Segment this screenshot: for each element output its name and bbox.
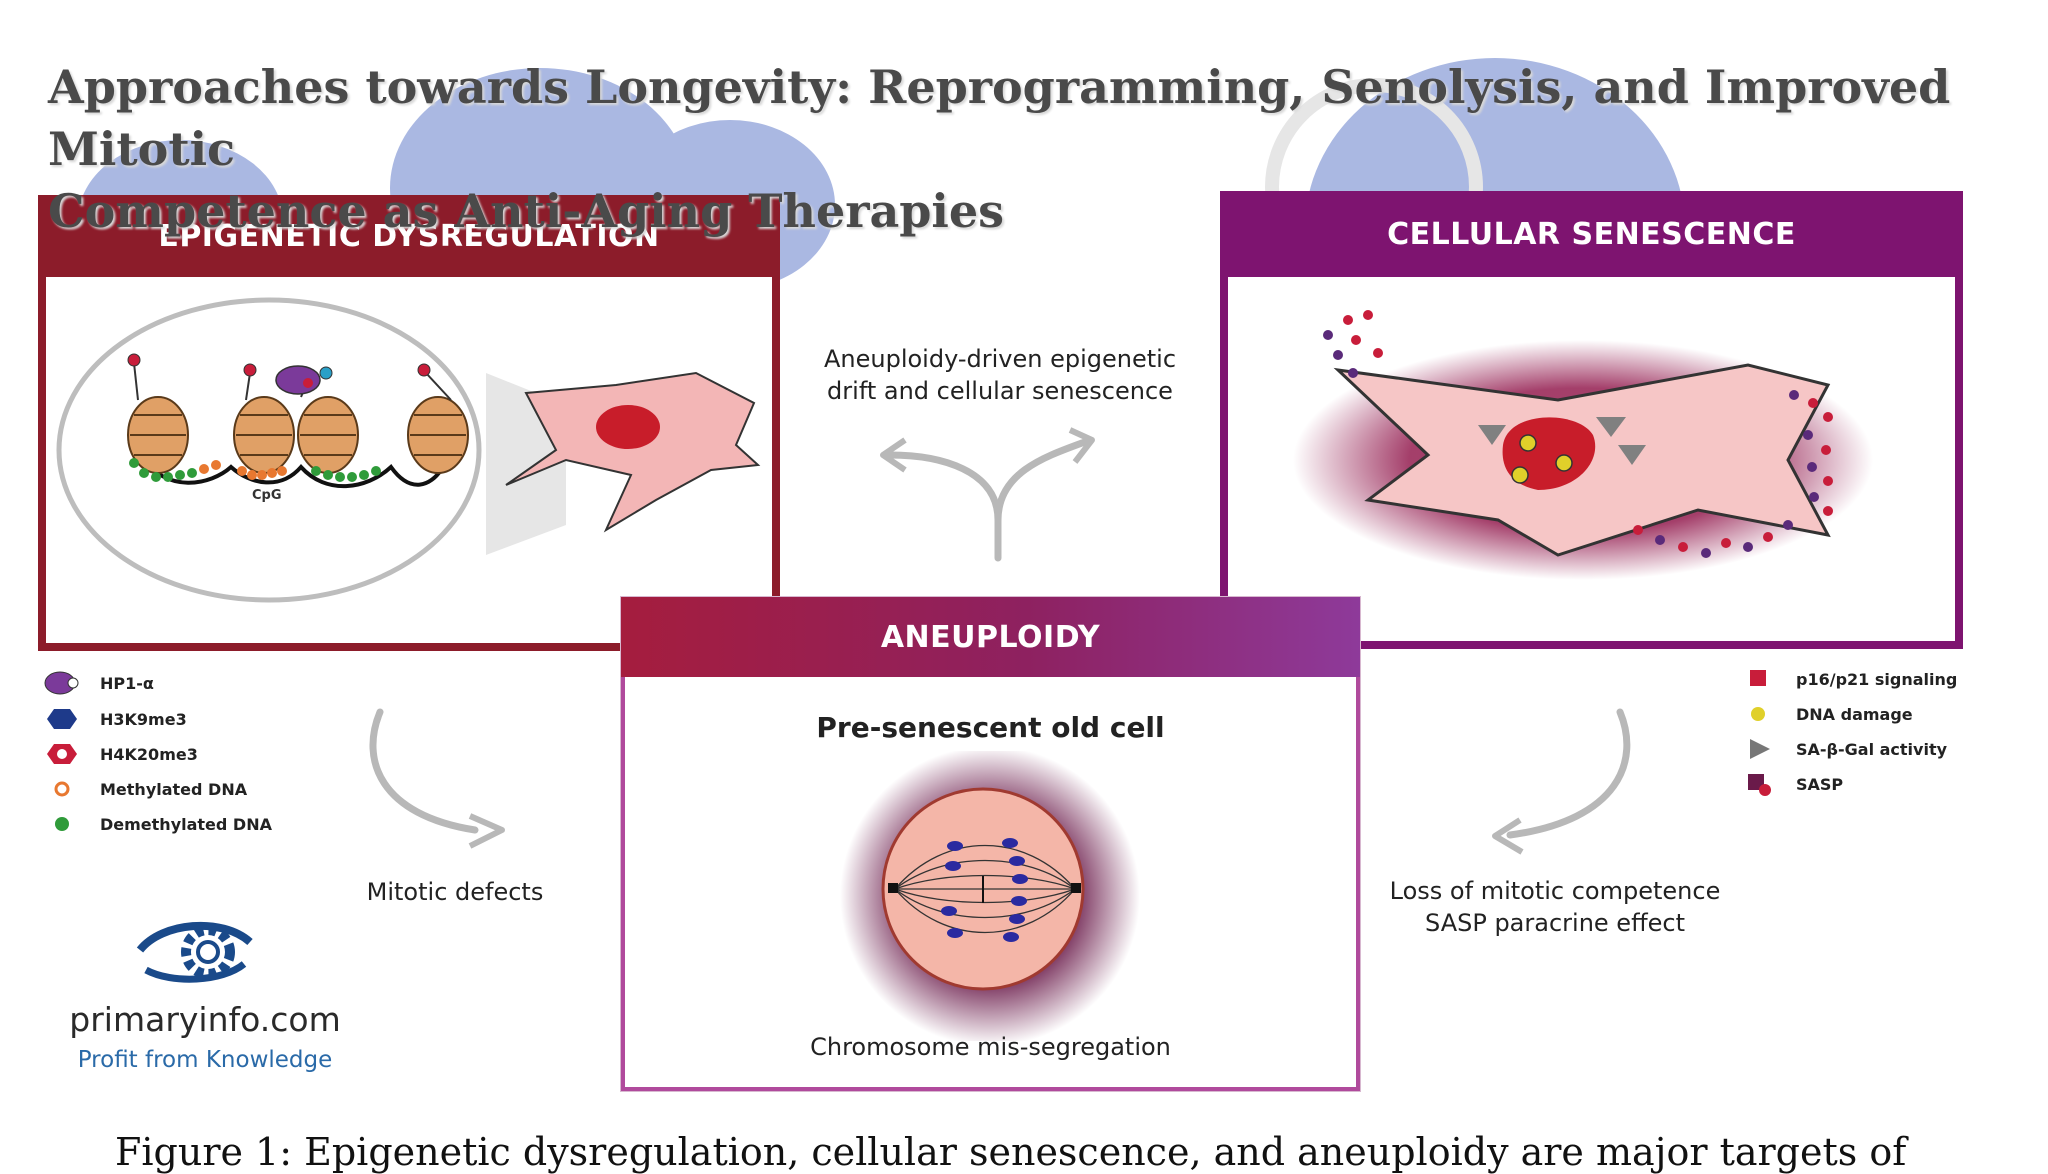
h4k20me3-mark-icon (417, 363, 431, 377)
primaryinfo-logo: primaryinfo.com Profit from Knowledge (50, 912, 360, 1087)
cell-nucleus (596, 405, 660, 449)
pre-senescent-cell-label: Pre-senescent old cell (816, 711, 1165, 744)
split-arrow (994, 436, 1094, 524)
chromosome-missegregation-label: Chromosome mis-segregation (810, 1033, 1171, 1061)
sa-beta-gal-icon (1478, 425, 1506, 445)
right-connector-line-2: SASP paracrine effect (1425, 909, 1685, 937)
legend-label: DNA damage (1796, 704, 1913, 724)
demethylated-dna-icon (44, 811, 80, 837)
senescent-cell-illustration (1293, 310, 1873, 580)
top-connector-line-1: Aneuploidy-driven epigenetic (823, 345, 1177, 373)
hp1-alpha-icon (275, 365, 321, 395)
dna-damage-icon (1555, 454, 1573, 472)
arrowhead-icon (1492, 817, 1524, 855)
legend-item-h3k9me3: H3K9me3 (44, 706, 187, 732)
legend-label: HP1-α (100, 673, 154, 693)
curved-arrow-left (369, 708, 479, 834)
legend-label: SASP (1796, 774, 1844, 794)
legend-item-methylated-dna: Methylated DNA (44, 776, 247, 802)
chromatin-illustration: CpG (56, 297, 761, 603)
h4k20me3-mark-icon (127, 353, 141, 367)
epigenetic-dysregulation-panel: EPIGENETIC DYSREGULATION (38, 195, 780, 651)
sasp-icon (1740, 771, 1776, 797)
dna-damage-icon (1511, 466, 1529, 484)
logo-tagline: Profit from Knowledge (77, 1047, 333, 1073)
h4k20me3-mark-icon (243, 363, 257, 377)
arrowhead-icon (468, 813, 505, 849)
h4k20me3-icon (44, 741, 80, 767)
split-arrow (886, 451, 1002, 562)
legend-item-h4k20me3: H4K20me3 (44, 741, 198, 767)
h3k9me3-mark-icon (319, 366, 333, 380)
top-connector-label: Aneuploidy-driven epigenetic drift and c… (790, 343, 1210, 407)
senescence-panel-header: CELLULAR SENESCENCE (1220, 191, 1963, 277)
fibroblast-cell (505, 371, 761, 533)
legend-item-demethylated-dna: Demethylated DNA (44, 811, 272, 837)
sa-beta-gal-icon (1596, 417, 1626, 437)
methylated-dna-dots (199, 460, 287, 480)
centrosome-right (1071, 883, 1081, 893)
legend-label: SA-β-Gal activity (1796, 739, 1948, 759)
legend-label: H4K20me3 (100, 744, 198, 764)
right-connector-line-1: Loss of mitotic competence (1389, 877, 1721, 905)
legend-item-hp1: HP1-α (44, 670, 154, 696)
page-title: Approaches towards Longevity: Reprogramm… (48, 56, 2008, 242)
legend-label: Methylated DNA (100, 779, 248, 799)
mitotic-cell-illustration (840, 751, 1140, 1041)
legend-item-sasp: SASP (1740, 771, 1843, 797)
gear-logo-icon (136, 921, 253, 983)
sasp-dots (1323, 310, 1833, 558)
top-connector-line-2: drift and cellular senescence (827, 377, 1173, 405)
nucleosome-icon (407, 396, 469, 474)
cpg-label: CpG (252, 488, 282, 503)
spindle-fibers (894, 844, 1076, 934)
nucleosome-icon (127, 396, 189, 474)
sa-beta-gal-icon (1740, 736, 1776, 762)
epigenetic-panel-header: EPIGENETIC DYSREGULATION (38, 195, 780, 277)
arrowhead-icon (1068, 427, 1095, 464)
title-line-2: Competence as Anti-Aging Therapies (48, 184, 1005, 238)
legend-item-sa-beta-gal: SA-β-Gal activity (1740, 736, 1947, 762)
legend-item-dna-damage: DNA damage (1740, 701, 1913, 727)
legend-label: p16/p21 signaling (1796, 669, 1958, 689)
curved-arrow-right (1506, 708, 1631, 839)
h3k9me3-icon (44, 706, 80, 732)
h4k20me3-mark-icon (303, 378, 313, 388)
mitotic-defects-label: Mitotic defects (366, 878, 544, 906)
aneuploidy-panel-header: ANEUPLOIDY (621, 597, 1360, 677)
title-line-1: Approaches towards Longevity: Reprogramm… (48, 60, 1951, 176)
sa-beta-gal-icon (1618, 445, 1646, 465)
chromosomes (941, 838, 1028, 942)
arrowhead-icon (880, 437, 907, 473)
logo-name: primaryinfo.com (69, 1000, 341, 1039)
legend-label: H3K9me3 (100, 709, 187, 729)
hp1-icon (44, 670, 80, 696)
centrosome-left (888, 883, 898, 893)
p16-p21-icon (1740, 666, 1776, 692)
dna-damage-icon (1740, 701, 1776, 727)
nucleosome-icon (233, 396, 295, 474)
dna-damage-icon (1519, 434, 1537, 452)
nucleosome-icon (297, 396, 359, 474)
right-connector-label: Loss of mitotic competence SASP paracrin… (1360, 875, 1750, 939)
cellular-senescence-panel: CELLULAR SENESCENCE (1220, 191, 1963, 649)
demethylated-dna-dots (129, 458, 381, 482)
methylated-dna-icon (44, 776, 80, 802)
dna-strand (139, 453, 443, 489)
legend-item-p16-p21: p16/p21 signaling (1740, 666, 1957, 692)
aneuploidy-panel: ANEUPLOIDY Pre-senescent old cell (621, 597, 1360, 1091)
figure-caption: Figure 1: Epigenetic dysregulation, cell… (115, 1130, 1907, 1174)
legend-label: Demethylated DNA (100, 814, 272, 834)
